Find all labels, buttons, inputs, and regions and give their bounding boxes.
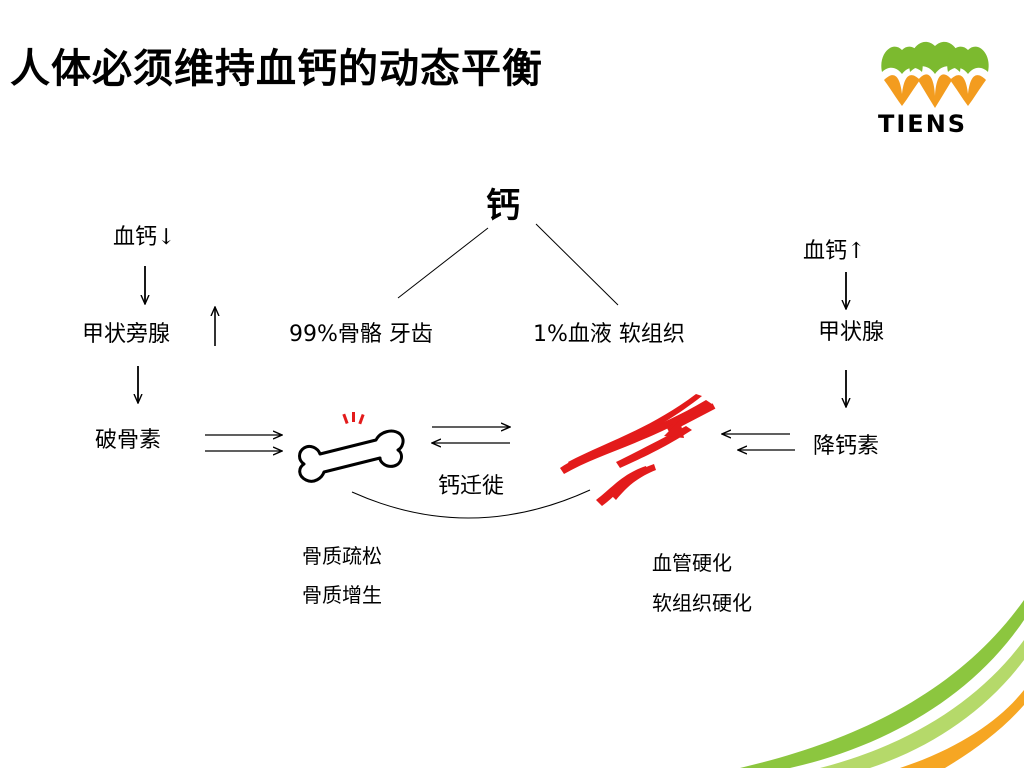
calcium-migration-label: 钙迁徙 [438,474,505,499]
calcitonin-label: 降钙素 [813,434,880,459]
branch-line-left [397,227,489,299]
vessel-effect-1: 血管硬化 [652,551,732,575]
branch-line-right [535,223,619,306]
blood-tissue-share: 1%血液 软组织 [533,322,685,347]
bone-teeth-share: 99%骨骼 牙齿 [289,322,433,347]
migration-curve [351,489,591,519]
logo-leaves-icon [881,41,989,108]
tiens-logo: TIENS [870,32,1000,142]
bone-effect-2: 骨质增生 [302,583,382,607]
slide-title: 人体必须维持血钙的动态平衡 [10,46,543,92]
parathyroid-label: 甲状旁腺 [82,322,171,347]
thyroid-label: 甲状腺 [818,320,885,345]
blood-vessel-icon [560,394,716,506]
vessel-effect-2: 软组织硬化 [652,591,752,615]
blood-calcium-high: 血钙↑ [803,239,866,264]
osteoclast-hormone-label: 破骨素 [95,428,162,453]
blood-calcium-low: 血钙↓ [113,225,176,250]
logo-text: TIENS [878,110,968,138]
bone-effect-1: 骨质疏松 [302,544,382,568]
calcium-top-node: 钙 [486,186,520,226]
bone-icon [298,412,405,483]
